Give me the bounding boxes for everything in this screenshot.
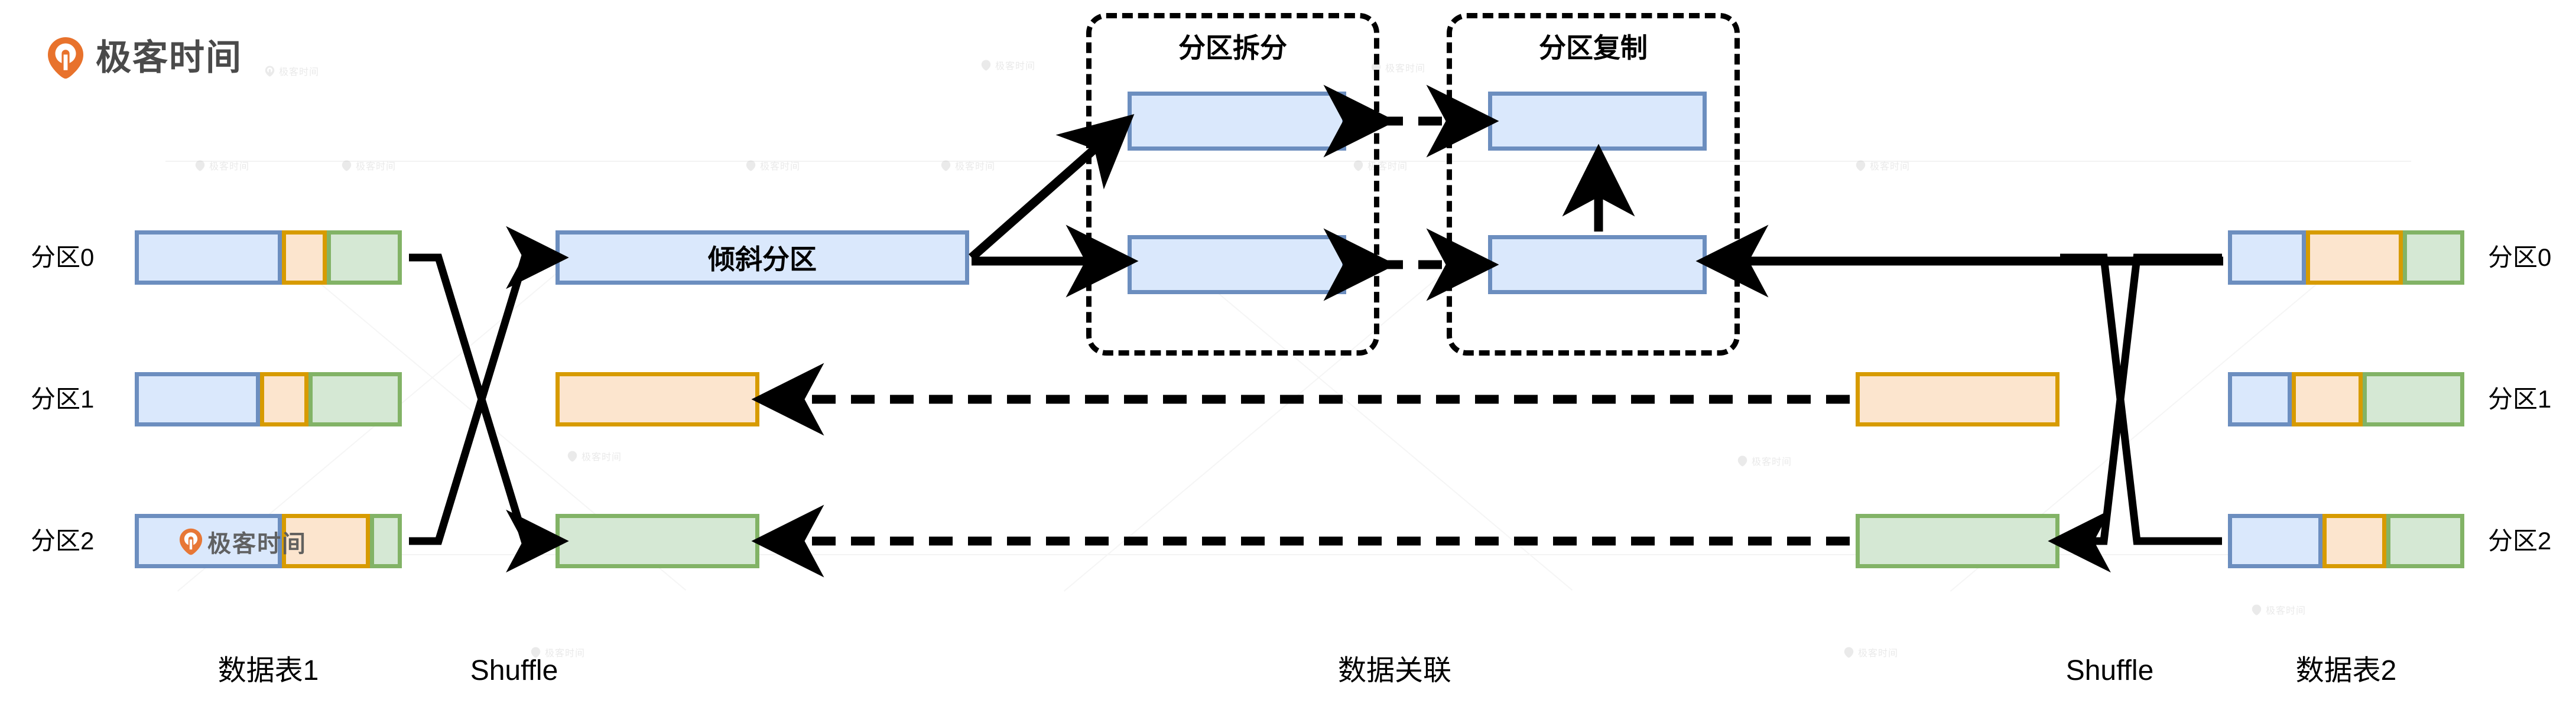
segment-orange (281, 514, 370, 568)
replicate-box-top (1488, 92, 1707, 151)
replicate-group-container (1447, 13, 1740, 356)
segment-orange (2322, 514, 2386, 568)
right-table-caption: 数据表2 (2295, 655, 2397, 686)
left-partition-0-label: 分区0 (31, 243, 95, 271)
replicate-box-bottom (1488, 235, 1707, 294)
watermark: 极客时间 (265, 64, 319, 78)
brand-logo: 极客时间 (46, 37, 242, 79)
left-partition-2-label: 分区2 (31, 527, 95, 555)
split-box-bottom (1128, 235, 1346, 294)
skew-partition-label: 倾斜分区 (708, 244, 817, 275)
right-shuffle-crossing-bottom (2060, 253, 2222, 545)
right-shuffle-caption: Shuffle (2065, 655, 2154, 686)
watermark: 极客时间 (1844, 645, 1898, 659)
segment-orange (260, 372, 308, 426)
right-partition-0-label: 分区0 (2488, 243, 2552, 271)
watermark: 极客时间 (2252, 602, 2306, 617)
left-partition-0-bar (135, 230, 402, 285)
watermark: 极客时间 (567, 449, 622, 463)
join-right-green-box (1856, 514, 2059, 568)
watermark-text: 极客时间 (1752, 457, 1792, 467)
watermark-text: 极客时间 (356, 162, 397, 172)
watermark-text: 极客时间 (955, 162, 996, 172)
brand-name: 极客时间 (96, 38, 242, 77)
right-partition-2-label: 分区2 (2488, 527, 2552, 555)
watermark: 极客时间 (1856, 158, 1910, 172)
right-partition-0-bar (2228, 230, 2464, 285)
watermark: 极客时间 (941, 158, 995, 172)
segment-blue (2228, 514, 2322, 568)
left-shuffle-crossing-top (409, 253, 569, 573)
watermark: 极客时间 (1737, 454, 1792, 468)
left-shuffle-crossing-bottom (409, 226, 569, 545)
right-shuffle-crossing-top (2048, 253, 2222, 573)
right-partition-2-bar (2228, 514, 2464, 568)
segment-blue (2228, 372, 2292, 426)
join-caption: 数据关联 (1337, 655, 1451, 686)
segment-green (2386, 514, 2464, 568)
segment-blue (2228, 230, 2306, 285)
watermark-text: 极客时间 (995, 61, 1036, 71)
segment-green (2363, 372, 2464, 426)
watermark-text: 极客时间 (582, 452, 622, 463)
replicate-group-title: 分区复制 (1539, 32, 1648, 63)
left-table-caption: 数据表1 (217, 655, 319, 686)
left-partition-1-bar (135, 372, 402, 426)
segment-green (308, 372, 402, 426)
join-left-orange-box (556, 372, 759, 426)
watermark-text: 极客时间 (279, 67, 320, 77)
watermark-text: 极客时间 (209, 162, 250, 172)
watermark: 极客时间 (195, 158, 249, 172)
watermark-text: 极客时间 (760, 162, 801, 172)
split-group-container (1086, 13, 1379, 356)
segment-blue (135, 372, 261, 426)
join-right-orange-box (1856, 372, 2059, 426)
segment-orange (281, 230, 327, 285)
segment-orange (2292, 372, 2363, 426)
watermark: 极客时间 (342, 158, 396, 172)
split-group-title: 分区拆分 (1178, 32, 1287, 63)
left-partition-1-label: 分区1 (31, 385, 95, 413)
join-left-green-box (556, 514, 759, 568)
skew-partition-box: 倾斜分区 (556, 230, 969, 285)
right-partition-1-bar (2228, 372, 2464, 426)
segment-blue (135, 514, 282, 568)
split-box-top (1128, 92, 1346, 151)
segment-blue (135, 230, 282, 285)
watermark: 极客时间 (746, 158, 800, 172)
left-partition-2-bar (135, 514, 402, 568)
watermark-text: 极客时间 (1385, 64, 1426, 74)
watermark-text: 极客时间 (1870, 162, 1911, 172)
segment-green (327, 230, 402, 285)
watermark: 极客时间 (981, 58, 1035, 72)
right-partition-1-label: 分区1 (2488, 385, 2552, 413)
watermark-text: 极客时间 (2266, 606, 2307, 616)
watermark-line (165, 554, 2411, 555)
left-shuffle-caption: Shuffle (470, 655, 558, 686)
geektime-pin-icon (46, 37, 85, 79)
segment-orange (2306, 230, 2403, 285)
segment-green (2403, 230, 2464, 285)
segment-green (369, 514, 402, 568)
watermark-text: 极客时间 (1858, 649, 1899, 659)
